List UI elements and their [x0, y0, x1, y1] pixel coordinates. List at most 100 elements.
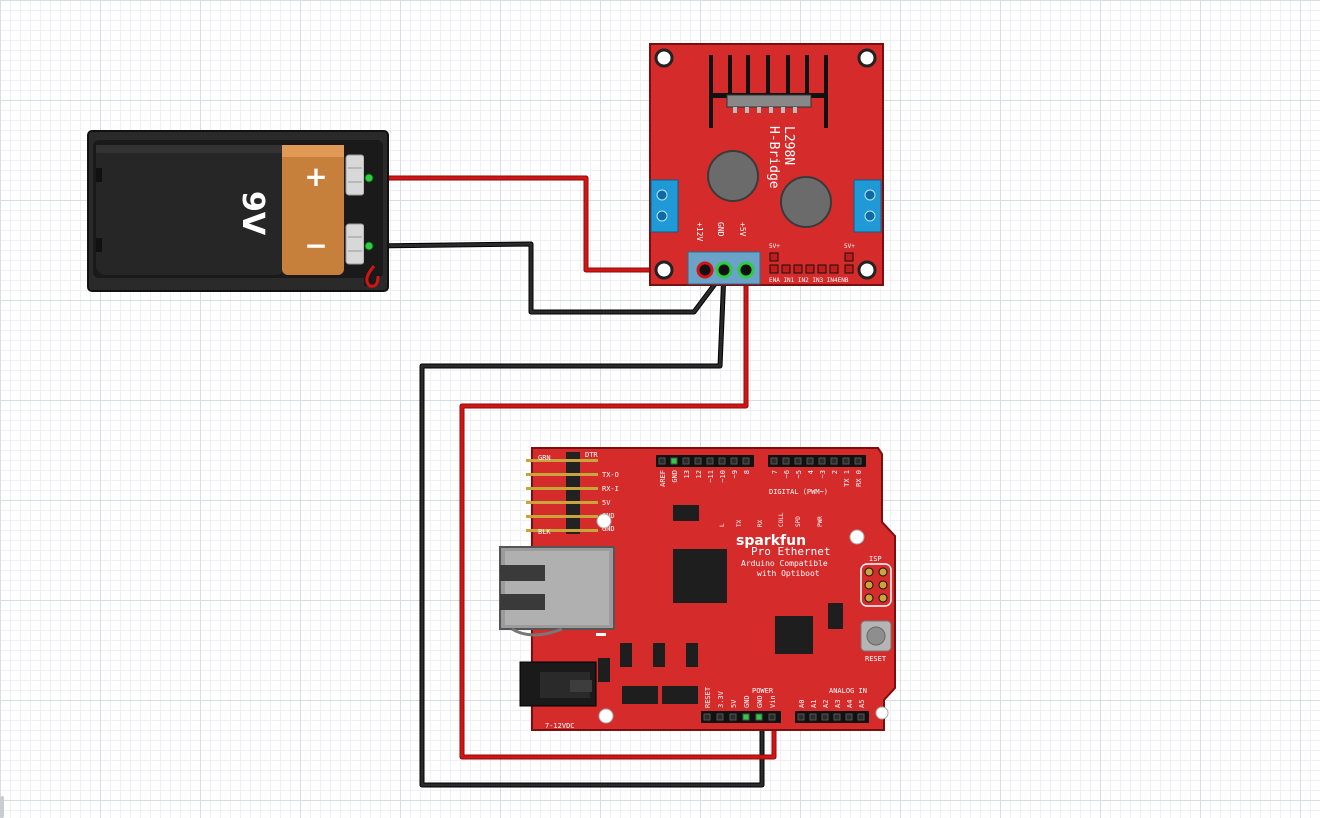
pin-gnd[interactable]: [715, 261, 733, 279]
battery-label: 9V: [235, 191, 270, 236]
header-pin-rx0[interactable]: [854, 457, 862, 465]
header-pin-9[interactable]: [730, 457, 738, 465]
header-pin-3[interactable]: [818, 457, 826, 465]
header-pin-11[interactable]: [706, 457, 714, 465]
header-pin-6[interactable]: [782, 457, 790, 465]
led-label: RX: [757, 519, 764, 527]
mount-hole: [849, 529, 865, 545]
led-label: PWR: [817, 516, 824, 527]
ena-5v-label: 5V+: [769, 243, 780, 250]
power-label: POWER: [752, 687, 774, 695]
header-pin-7[interactable]: [770, 457, 778, 465]
led-label: COLL: [778, 512, 785, 527]
battery-9v[interactable]: 9V + −: [87, 130, 389, 292]
regulator: [622, 686, 658, 704]
wires: [368, 175, 777, 788]
header-body: [768, 455, 866, 467]
control-header[interactable]: [769, 252, 854, 274]
ftdi-dtr-label: DTR: [585, 451, 598, 459]
capacitor: [598, 658, 610, 682]
header-pin-13[interactable]: [682, 457, 690, 465]
header-pin-12[interactable]: [694, 457, 702, 465]
header-pin-label: ~11: [707, 470, 715, 483]
vin-range-label: 7-12VDC: [545, 722, 575, 730]
ethernet-controller-chip: [673, 549, 727, 603]
header-pin-label: ~10: [719, 470, 727, 483]
regulator: [828, 603, 843, 629]
led-label: L: [719, 523, 726, 527]
header-pin-aref[interactable]: [658, 457, 666, 465]
header-pin-gnd[interactable]: [742, 713, 750, 721]
reset-label: RESET: [865, 655, 887, 663]
header-pin-a2[interactable]: [821, 713, 829, 721]
header-pin-4[interactable]: [806, 457, 814, 465]
mount-hole: [857, 260, 877, 280]
ethernet-jack[interactable]: [499, 546, 615, 637]
battery-positive-terminal[interactable]: [364, 173, 374, 183]
header-pin-label: 2: [831, 470, 839, 474]
header-pin-label: A5: [858, 700, 866, 708]
header-pin-label: GND: [671, 470, 679, 483]
header-pin-33v[interactable]: [716, 713, 724, 721]
battery-negative-terminal[interactable]: [364, 241, 374, 251]
header-pin-8[interactable]: [742, 457, 750, 465]
sparkfun-pro-ethernet-board[interactable]: GRN BLK DTR TX-O RX-I 5V GND GND 7-12VDC: [499, 447, 896, 731]
battery-plus-sign: +: [304, 160, 327, 193]
analog-label: ANALOG IN: [829, 687, 867, 695]
ftdi-blk-label: BLK: [538, 528, 551, 536]
power-input-terminal[interactable]: [687, 251, 761, 285]
microcontroller-chip: [775, 616, 813, 654]
header-pin-label: Vin: [769, 695, 777, 708]
header-pin-a3[interactable]: [833, 713, 841, 721]
mount-hole: [857, 48, 877, 68]
header-pin-vin[interactable]: [768, 713, 776, 721]
header-pin-gnd[interactable]: [755, 713, 763, 721]
scrollbar-hint[interactable]: [0, 796, 4, 818]
header-pin-label: TX 1: [843, 470, 851, 487]
mount-hole: [598, 708, 614, 724]
header-pin-5[interactable]: [794, 457, 802, 465]
header-pin-label: RX 0: [855, 470, 863, 487]
isp-header[interactable]: [860, 563, 892, 607]
pin-12v-label: +12V: [695, 222, 704, 241]
header-pin-label: A1: [810, 700, 818, 708]
mount-hole: [654, 48, 674, 68]
board-subtitle-2: with Optiboot: [757, 569, 820, 578]
header-body: [656, 455, 754, 467]
header-pin-a4[interactable]: [845, 713, 853, 721]
header-pin-label: 12: [695, 470, 703, 478]
ftdi-grn-label: GRN: [538, 454, 551, 462]
header-pin-a0[interactable]: [797, 713, 805, 721]
header-pin-a1[interactable]: [809, 713, 817, 721]
header-pin-label: GND: [743, 695, 751, 708]
pin-12v[interactable]: [696, 261, 714, 279]
header-pin-label: GND: [756, 695, 764, 708]
header-pin-5v[interactable]: [729, 713, 737, 721]
heatsink: [709, 55, 828, 128]
pin-5v[interactable]: [737, 261, 755, 279]
header-pin-label: ~5: [795, 470, 803, 478]
pin-gnd-label: GND: [716, 222, 725, 237]
header-pin-gnd[interactable]: [670, 457, 678, 465]
header-pin-tx1[interactable]: [842, 457, 850, 465]
motor-terminal-a[interactable]: [650, 179, 679, 233]
reset-button[interactable]: [860, 620, 892, 652]
control-pins-label: ENA IN1 IN2 IN3 IN4ENB: [769, 277, 849, 284]
header-pin-label: ~6: [783, 470, 791, 478]
pin-5v-label: +5V: [738, 222, 747, 237]
led-label: TX: [736, 519, 743, 527]
header-pin-2[interactable]: [830, 457, 838, 465]
header-pin-label: 5V: [730, 699, 738, 708]
motor-terminal-b[interactable]: [853, 179, 882, 233]
header-pin-reset[interactable]: [703, 713, 711, 721]
l298n-h-bridge[interactable]: L298N H-Bridge +12V GND +5V 5V+ 5V+: [649, 43, 884, 286]
header-pin-a5[interactable]: [857, 713, 865, 721]
header-pin-10[interactable]: [718, 457, 726, 465]
ftdi-header[interactable]: [526, 452, 598, 534]
dc-barrel-jack[interactable]: [519, 661, 597, 707]
